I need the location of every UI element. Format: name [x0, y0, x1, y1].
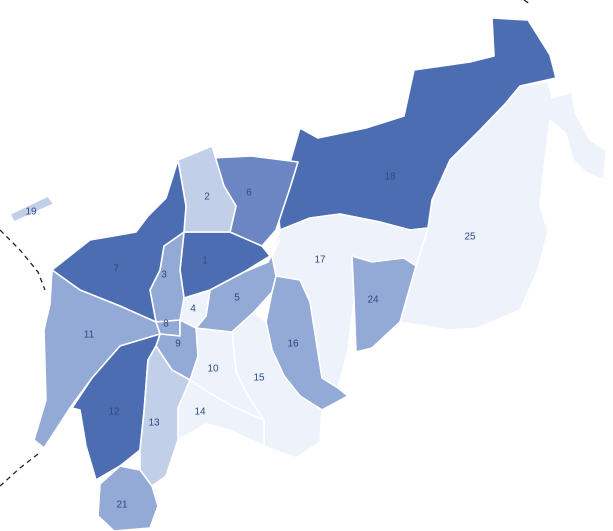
region-label-8: 8: [163, 319, 169, 330]
region-label-13: 13: [148, 418, 160, 429]
region-label-5: 5: [234, 293, 240, 304]
region-label-9: 9: [175, 339, 181, 350]
region-11[interactable]: [33, 269, 161, 449]
labels-layer: 1 2 3 4 5 6 7 8 9 10 11 12 13 14 15 16 1…: [25, 172, 476, 511]
region-label-18: 18: [384, 172, 396, 183]
region-label-10: 10: [207, 364, 219, 375]
region-label-24: 24: [367, 295, 379, 306]
region-19[interactable]: [9, 195, 55, 223]
boundary-line-northeast: [523, 0, 531, 5]
region-label-2: 2: [204, 192, 210, 203]
region-label-6: 6: [246, 188, 252, 199]
region-label-3: 3: [161, 270, 167, 281]
region-label-4: 4: [190, 304, 196, 315]
boundary-line-west: [0, 229, 46, 291]
region-label-14: 14: [194, 407, 206, 418]
boundary-line-southwest: [0, 453, 39, 487]
region-13[interactable]: [139, 345, 191, 487]
region-label-19: 19: [25, 207, 37, 218]
region-label-12: 12: [108, 407, 120, 418]
region-label-25: 25: [464, 232, 476, 243]
regions-layer: [9, 17, 607, 531]
region-label-7: 7: [113, 264, 119, 275]
region-label-1: 1: [202, 256, 208, 267]
region-label-21: 21: [116, 500, 128, 511]
region-24[interactable]: [351, 255, 417, 353]
region-label-16: 16: [287, 339, 299, 350]
region-21[interactable]: [97, 465, 159, 531]
region-label-17: 17: [314, 255, 326, 266]
region-label-11: 11: [84, 330, 95, 341]
region-label-15: 15: [253, 373, 265, 384]
